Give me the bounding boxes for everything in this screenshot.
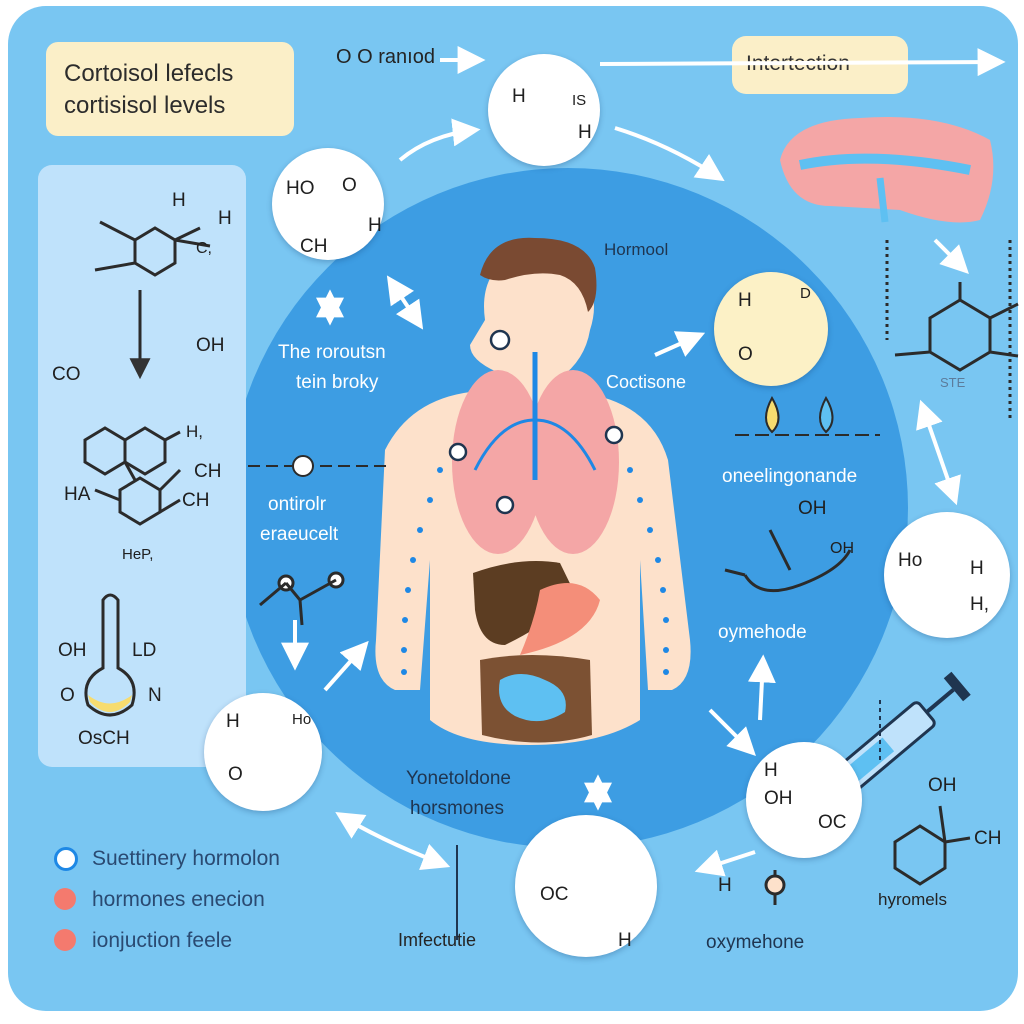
m4-ho: Ho [898,550,923,571]
m2-is: IS [572,92,587,109]
label-oymehode: oymehode [718,622,807,643]
lp-osch: OsCH [78,728,130,749]
title-line-2: cortisisol levels [64,92,226,119]
legend-dot-3 [54,929,76,951]
label-coctisone: Coctisone [606,372,687,392]
top-note: O O ranıod [336,46,435,68]
molecule-circle-2 [488,54,600,166]
side-oh: OH [928,775,957,796]
top-arrows [281,46,1006,877]
m3-d: D [800,285,811,302]
m1-ch: CH [300,236,328,257]
label-yonetoldone-1: Yonetoldone [406,768,511,789]
organ-illustration [780,116,994,223]
title-line-1: Cortoisol lefecls [64,60,234,87]
left-structures [83,220,211,717]
right-bottom-structure [724,529,971,905]
label-ontirolr-1: ontirolr [268,494,327,515]
label-ontirolr-2: eraeucelt [260,524,339,545]
lp-h-top2: H [218,208,232,229]
side-h: H [718,875,732,896]
label-oxymehone: oxymehone [706,932,805,953]
molecule-circle-7 [746,742,862,858]
m1-h: H [368,215,382,236]
m7-oc: OC [818,812,847,833]
connector-lines [456,700,881,940]
m3-h: H [738,290,752,311]
molecule-circle-4 [884,512,1010,638]
left-structures-card [38,165,246,767]
label-hyromels: hyromels [878,890,947,909]
m5-h: H [226,711,240,732]
lp-ch: CH [194,461,222,482]
lp-n: N [148,685,162,706]
legend-dot-1 [54,847,78,871]
m7-h: H [764,760,778,781]
lp-ch2: CH [182,490,210,511]
legend-dot-2 [54,888,76,910]
legend-label-2: hormones enecion [92,888,265,911]
right-side-structure [885,240,1019,420]
lp-h9: H, [186,422,203,441]
m5-o: O [228,764,243,785]
m3-o: O [738,344,753,365]
lp-o: O [60,685,75,706]
lp-ld: LD [132,640,157,661]
label-hormool: Hormool [604,240,669,259]
drops [248,395,880,477]
label-roroute-2: tein broky [296,372,379,393]
m1-o: O [342,175,357,196]
lp-co: CO [52,364,81,385]
title-box [46,42,294,136]
vessel-dots [401,467,669,675]
label-roroute-1: The roroutsn [278,342,386,363]
m5-ho: Ho [292,711,312,728]
m2-h2: H [578,122,592,143]
molecule-circle-3 [714,272,828,386]
m7-oh: OH [764,788,793,809]
label-yonetoldone-2: horsmones [410,798,504,819]
small-bond-structure [259,571,345,626]
legend-label-1: Suettinery hormolon [92,847,280,870]
lp-hn: HA [64,484,91,505]
lp-oh2: OH [58,640,87,661]
m6-oc: OC [540,884,569,905]
side-ste: STE [940,375,966,390]
lp-h-top: H [172,190,186,211]
side-ch: CH [974,828,1002,849]
m8-oh2: OH [830,540,854,557]
legend-label-3: ionjuction feele [92,929,233,952]
m1-ho: HO [286,178,315,199]
m8-oh: OH [798,498,827,519]
label-imfectutie: Imfectutie [398,930,477,950]
molecule-circle-6 [515,815,657,957]
molecule-circle-1 [272,148,384,260]
m6-h: H [618,930,632,951]
lp-c9: C, [196,240,212,257]
label-oneelingonande: oneelingonande [722,466,858,487]
molecule-circle-5 [204,693,322,811]
m4-h2: H, [970,594,989,615]
human-figure [375,237,691,745]
lp-oh: OH [196,335,225,356]
lp-hep: HeP, [122,546,154,563]
m2-h: H [512,86,526,107]
m4-h: H [970,558,984,579]
